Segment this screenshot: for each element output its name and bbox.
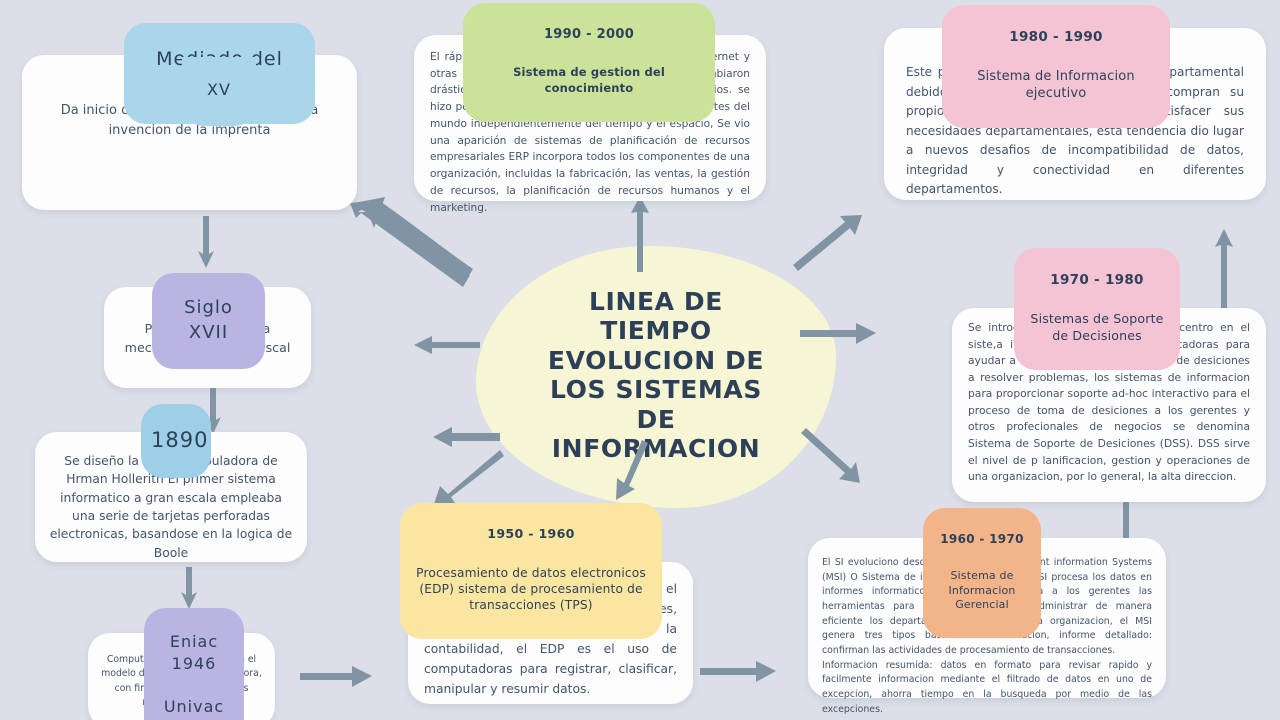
pill-label-1890: 1890 bbox=[151, 428, 209, 453]
node-1970-1980[interactable]: Se introdujeron las PC, El papel se cent… bbox=[952, 308, 1266, 502]
pill-1980-1990[interactable]: 1980 - 1990 Sistema de Informacion ejecu… bbox=[942, 5, 1170, 129]
pill-1990-2000[interactable]: 1990 - 2000 Sistema de gestion del conoc… bbox=[463, 3, 715, 122]
pill-title-1960-1970: 1960 - 1970 bbox=[940, 532, 1024, 547]
pill-siglo-xvii[interactable]: Siglo XVII bbox=[152, 273, 265, 370]
arrow-1970-up-to-1980 bbox=[1215, 229, 1233, 310]
node-body2-1960-1970: Informacion resumida: datos en formato p… bbox=[822, 659, 1152, 715]
pill-label-univac: Univac 1951 bbox=[163, 696, 225, 720]
pill-label-xv: XV bbox=[207, 80, 231, 100]
pill-1890[interactable]: 1890 bbox=[141, 404, 211, 478]
arrow-to-1980-1990 bbox=[793, 215, 862, 271]
pill-title-1970-1980: 1970 - 1980 bbox=[1050, 272, 1144, 289]
pill-mediados-xv-sub[interactable]: XV bbox=[182, 57, 256, 127]
pill-eniac-univac[interactable]: Eniac 1946 Univac 1951 bbox=[144, 608, 244, 720]
pill-title-1990-2000: 1990 - 2000 bbox=[543, 27, 635, 43]
arrow-1890-to-eniac bbox=[181, 567, 197, 609]
pill-sub-1950-1960: Procesamiento de datos electronicos (EDP… bbox=[416, 565, 646, 613]
pill-title-1950-1960: 1950 - 1960 bbox=[487, 526, 575, 542]
pill-sub-1990-2000: Sistema de gestion del conocimiento bbox=[513, 65, 665, 95]
page-title: LINEA DE TIEMPO EVOLUCION DE LOS SISTEMA… bbox=[547, 286, 765, 464]
arrow-to-siglo-xvii bbox=[414, 336, 480, 354]
pill-title-1980-1990: 1980 - 1990 bbox=[1009, 29, 1103, 46]
pill-label-siglo-xvii: Siglo XVII bbox=[184, 297, 233, 343]
arrow-mediados-to-siglo bbox=[198, 216, 214, 268]
arrow-to-1890 bbox=[433, 427, 500, 447]
arrow-eniac-to-1950 bbox=[300, 666, 372, 687]
card-1970-1980: Se introdujeron las PC, El papel se cent… bbox=[952, 308, 1266, 502]
pill-sub-1970-1980: Sistemas de Soporte de Decisiones bbox=[1030, 310, 1164, 343]
arrow-1950-to-1960 bbox=[700, 661, 776, 682]
pill-sub-1960-1970: Sistema de Informacion Gerencial bbox=[948, 568, 1016, 612]
central-topic-blob: LINEA DE TIEMPO EVOLUCION DE LOS SISTEMA… bbox=[476, 246, 836, 508]
pill-sub-1980-1990: Sistema de Informacion ejecutivo bbox=[977, 68, 1135, 102]
arrow-to-lower-left bbox=[433, 450, 504, 507]
pill-1970-1980[interactable]: 1970 - 1980 Sistemas de Soporte de Decis… bbox=[1014, 248, 1180, 371]
pill-label-eniac: Eniac 1946 bbox=[169, 632, 219, 673]
pill-1960-1970[interactable]: 1960 - 1970 Sistema de Informacion Geren… bbox=[923, 508, 1041, 638]
pill-1950-1960[interactable]: 1950 - 1960 Procesamiento de datos elect… bbox=[400, 503, 662, 640]
